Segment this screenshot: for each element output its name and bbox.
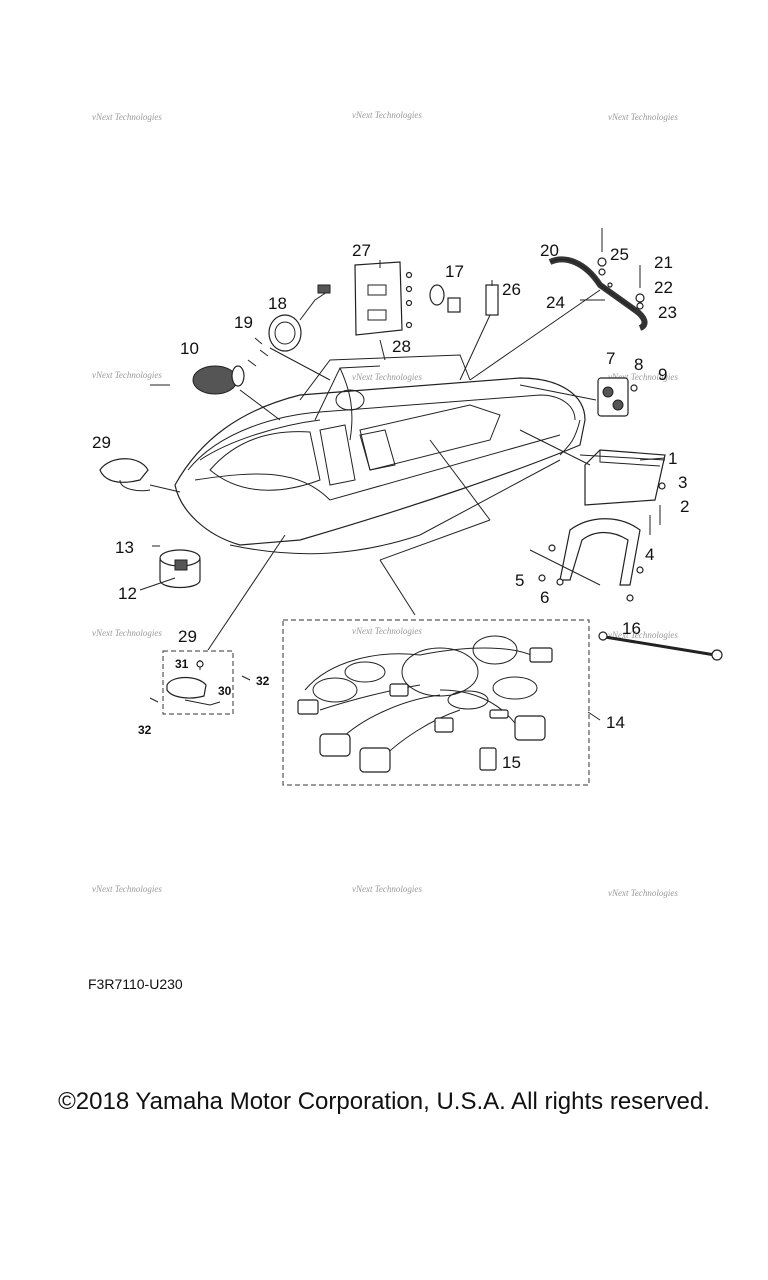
- watermark: vNext Technologies: [608, 888, 678, 898]
- callout-24: 24: [546, 293, 565, 312]
- callout-9: 9: [658, 365, 667, 384]
- screws-2-3: [649, 482, 666, 535]
- watermark: vNext Technologies: [92, 370, 162, 380]
- callout-12: 12: [118, 584, 137, 603]
- callout-14: 14: [606, 713, 625, 732]
- screws-19: [247, 337, 269, 367]
- callout-3: 3: [678, 473, 687, 492]
- callout-29: 29: [92, 433, 111, 452]
- callout-16: 16: [622, 619, 641, 638]
- copyright-notice: ©2018 Yamaha Motor Corporation, U.S.A. A…: [58, 1088, 710, 1115]
- watermark: vNext Technologies: [352, 884, 422, 894]
- callout-17: 17: [445, 262, 464, 281]
- callout-7: 7: [606, 349, 615, 368]
- watermark: vNext Technologies: [92, 112, 162, 122]
- watermark: vNext Technologies: [92, 884, 162, 894]
- boat-hull: [174, 354, 586, 555]
- callout-32: 32: [256, 674, 270, 688]
- part-29-light: [99, 458, 151, 492]
- callout-1: 1: [668, 449, 677, 468]
- callout-28: 28: [392, 337, 411, 356]
- part-10-speaker: [150, 365, 245, 395]
- watermark: vNext Technologies: [352, 626, 422, 636]
- callout-4: 4: [645, 545, 654, 564]
- part-20-rail: [548, 228, 648, 331]
- part-1-box: [579, 449, 666, 506]
- watermark: vNext Technologies: [92, 628, 162, 638]
- callout-15: 15: [502, 753, 521, 772]
- callout-25: 25: [610, 245, 629, 264]
- callout-26: 26: [502, 280, 521, 299]
- watermark: vNext Technologies: [608, 630, 678, 640]
- callout-6: 6: [540, 588, 549, 607]
- callout-31: 31: [175, 657, 189, 671]
- drawing-code: F3R7110-U230: [88, 976, 183, 992]
- part-17-ring: [429, 284, 445, 306]
- part-18-grill: [268, 284, 331, 352]
- callout-22: 22: [654, 278, 673, 297]
- watermark: vNext Technologies: [352, 372, 422, 382]
- callout-30: 30: [218, 684, 232, 698]
- callout-21: 21: [654, 253, 673, 272]
- callout-20: 20: [540, 241, 559, 260]
- part-29-assembly: [149, 650, 251, 715]
- callouts: 1 2 3 4 5 6 7 8 9 10 12 13 14 15 16 17 1…: [92, 241, 689, 772]
- callout-27: 27: [352, 241, 371, 260]
- watermark: vNext Technologies: [608, 112, 678, 122]
- part-16-cable: [598, 631, 723, 661]
- callout-13: 13: [115, 538, 134, 557]
- watermark: vNext Technologies: [352, 110, 422, 120]
- callout-19: 19: [234, 313, 253, 332]
- callout-18: 18: [268, 294, 287, 313]
- callout-32-lower: 32: [138, 723, 152, 737]
- callout-23: 23: [658, 303, 677, 322]
- part-7-switch-panel: [597, 377, 638, 417]
- leader-lines: [139, 260, 666, 721]
- part-14-harness: [282, 619, 590, 786]
- watermarks: vNext Technologies vNext Technologies vN…: [92, 110, 678, 898]
- callout-29-assembly: 29: [178, 627, 197, 646]
- part-27-plate: [354, 261, 413, 336]
- part-26-sensor: [447, 280, 499, 316]
- part-12-nav-light: [152, 545, 201, 589]
- callout-8: 8: [634, 355, 643, 374]
- callout-10: 10: [180, 339, 199, 358]
- callout-5: 5: [515, 571, 524, 590]
- callout-2: 2: [680, 497, 689, 516]
- part-4-bracket: [538, 518, 644, 602]
- watermark: vNext Technologies: [608, 372, 678, 382]
